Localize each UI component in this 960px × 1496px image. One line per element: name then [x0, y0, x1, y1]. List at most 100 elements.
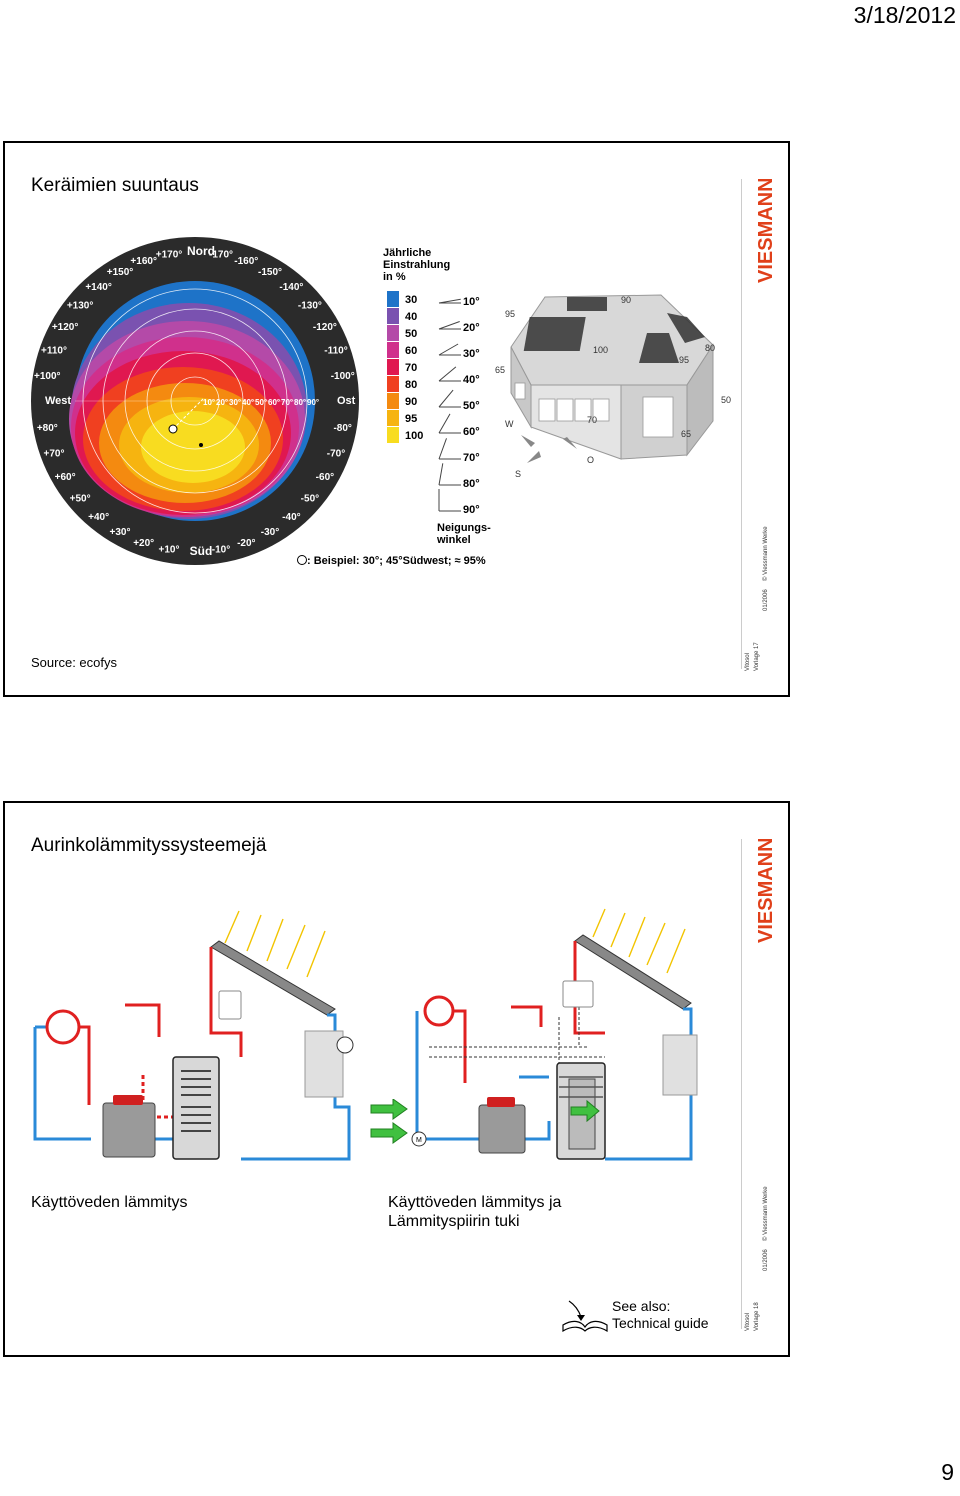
svg-text:65: 65 — [495, 365, 505, 375]
controller — [562, 980, 594, 1008]
ring-label-east: -70° — [327, 448, 345, 459]
ring-angle-labels: +170°+160°+150° +140° +130° +120° +110° +100°… — [34, 249, 355, 555]
slide-title: Keräimien suuntaus — [31, 175, 199, 196]
house-illustration: 95 90 100 95 80 65 70 65 50 W S O — [495, 294, 731, 479]
book-icon — [562, 1300, 608, 1333]
viessmann-logo: VIESMANN — [755, 839, 777, 943]
legend-swatch — [387, 427, 399, 443]
tilt-label: 60° — [268, 398, 280, 407]
ring-label-west: +140° — [85, 282, 112, 293]
tilt-angle-label: 10° — [463, 296, 480, 308]
system-diagram-dhw — [33, 910, 354, 1161]
ring-label-east: -40° — [282, 512, 300, 523]
ring-label-east: -60° — [316, 472, 334, 483]
ring-label-east: -30° — [261, 527, 279, 538]
legend-swatch — [387, 376, 399, 392]
tilt-angle-label: 90° — [463, 504, 480, 516]
slide-collector-orientation: Keräimien suuntaus 10°20°30°40°50°60°70°… — [3, 141, 790, 697]
legend-swatch — [387, 308, 399, 324]
ring-label-east: -120° — [313, 322, 337, 333]
center-dot — [199, 443, 203, 447]
tilt-legend-title: Neigungs- winkel — [437, 522, 491, 546]
ring-label-west: +120° — [52, 322, 79, 333]
svg-text:50: 50 — [721, 395, 731, 405]
legend-value: 50 — [405, 328, 417, 340]
label-east: Ost — [337, 395, 356, 407]
caption-left: Käyttöveden lämmitys — [31, 1194, 188, 1211]
radiator-icon — [45, 1009, 81, 1045]
ring-label-west: +160° — [130, 256, 157, 267]
ring-label-east: -50° — [301, 493, 319, 504]
legend-value: 95 — [405, 413, 417, 425]
slide-footer: Vitosol Vorlage 17 01/2006 © Viessmann W… — [745, 526, 769, 671]
svg-text:90: 90 — [621, 295, 631, 305]
ring-label-east: -20° — [237, 538, 255, 549]
radial-labels: 10°20°30°40°50°60°70°80°90° — [203, 398, 319, 407]
svg-text:VIESMANN: VIESMANN — [755, 179, 777, 283]
label-west: West — [45, 395, 71, 407]
tilt-label: 70° — [281, 398, 293, 407]
ring-label-west: +150° — [107, 267, 134, 278]
zone-100 — [141, 411, 245, 483]
ring-label-west: +40° — [88, 512, 109, 523]
tilt-angle-label: 30° — [463, 348, 480, 360]
windows — [514, 382, 674, 438]
ring-label-west: +100° — [34, 371, 61, 382]
caption-right: Käyttöveden lämmitys ja Lämmityspiirin t… — [388, 1194, 562, 1230]
source-note: Source: ecofys — [31, 655, 117, 670]
arrow-icon — [370, 1099, 408, 1144]
radiator-icon — [423, 995, 455, 1027]
legend-value: 40 — [405, 311, 417, 323]
svg-text:65: 65 — [681, 429, 691, 439]
tilt-label: 10° — [203, 398, 215, 407]
ring-label-west: +110° — [41, 346, 67, 357]
tilt-angle-icon — [438, 489, 461, 512]
ring-label-east: -130° — [298, 301, 322, 312]
solar-collector — [210, 940, 336, 1016]
mixer-valve — [411, 1131, 427, 1147]
tilt-label: 50° — [255, 398, 267, 407]
pump-station — [662, 1034, 698, 1096]
slide-solar-systems: Aurinkolämmityssysteemejä VIESMANN Vitos… — [3, 801, 790, 1357]
example-note: : Beispiel: 30°; 45°Südwest; ≈ 95% — [297, 555, 486, 567]
tilt-angle-icon — [438, 343, 461, 356]
tilt-angle-label: 60° — [463, 426, 480, 438]
ring-label-east: -80° — [333, 423, 351, 434]
ring-label-west: +130° — [67, 301, 94, 312]
solar-panels — [523, 297, 705, 363]
ring-label-west: +70° — [44, 448, 65, 459]
tilt-angle-icon — [438, 321, 461, 330]
ring-label-west: +10° — [159, 545, 180, 556]
boiler — [478, 1104, 526, 1154]
legend-swatch — [387, 291, 399, 307]
example-circle-icon — [297, 555, 307, 565]
tilt-label: 30° — [229, 398, 241, 407]
see-also: See also: Technical guide — [612, 1298, 709, 1331]
svg-text:VIESMANN: VIESMANN — [755, 839, 777, 943]
legend-value: 60 — [405, 345, 417, 357]
svg-text:95: 95 — [679, 355, 689, 365]
svg-text:70: 70 — [587, 415, 597, 425]
sun-rays — [224, 910, 326, 978]
tilt-angle-label: 40° — [463, 374, 480, 386]
boiler — [102, 1102, 156, 1158]
svg-text:O: O — [587, 455, 594, 465]
legend-swatch — [387, 342, 399, 358]
ring-label-west: +80° — [37, 423, 58, 434]
legend-value: 30 — [405, 294, 417, 306]
ring-label-east: -170° — [209, 249, 233, 260]
legend-swatch — [387, 410, 399, 426]
pump-station — [304, 1030, 344, 1098]
tilt-label: 90° — [307, 398, 319, 407]
ring-label-west: +170° — [156, 249, 183, 260]
label-south: Süd — [190, 544, 213, 558]
legend-swatch — [387, 359, 399, 375]
legend-value: 100 — [405, 430, 423, 442]
tilt-angle-label: 70° — [463, 452, 480, 464]
ring-label-east: -160° — [234, 256, 258, 267]
ring-label-east: -150° — [258, 267, 282, 278]
arrow-icon — [570, 1099, 600, 1123]
svg-text:W: W — [505, 419, 514, 429]
